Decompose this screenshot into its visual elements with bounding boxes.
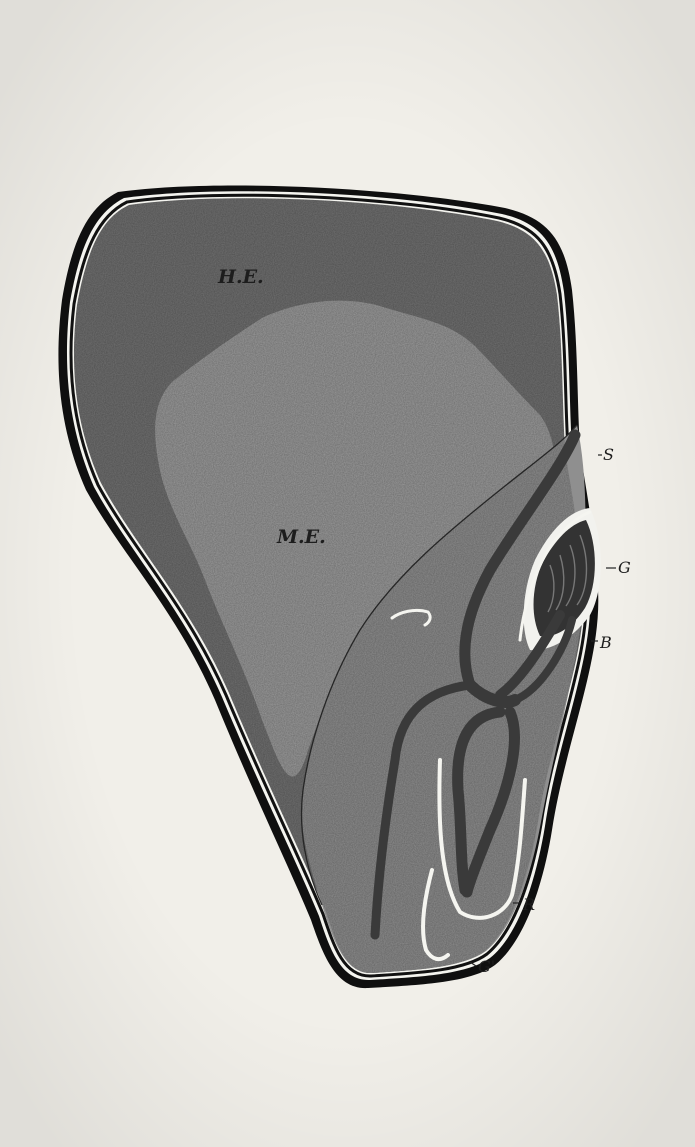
label-g-prime: G' [478,957,495,976]
label-b: B [599,633,612,652]
label-me: M.E. [276,526,326,548]
label-r: R [522,895,535,914]
label-g: G [618,558,631,577]
label-he: H.E. [217,266,264,288]
label-s: S [603,445,614,464]
